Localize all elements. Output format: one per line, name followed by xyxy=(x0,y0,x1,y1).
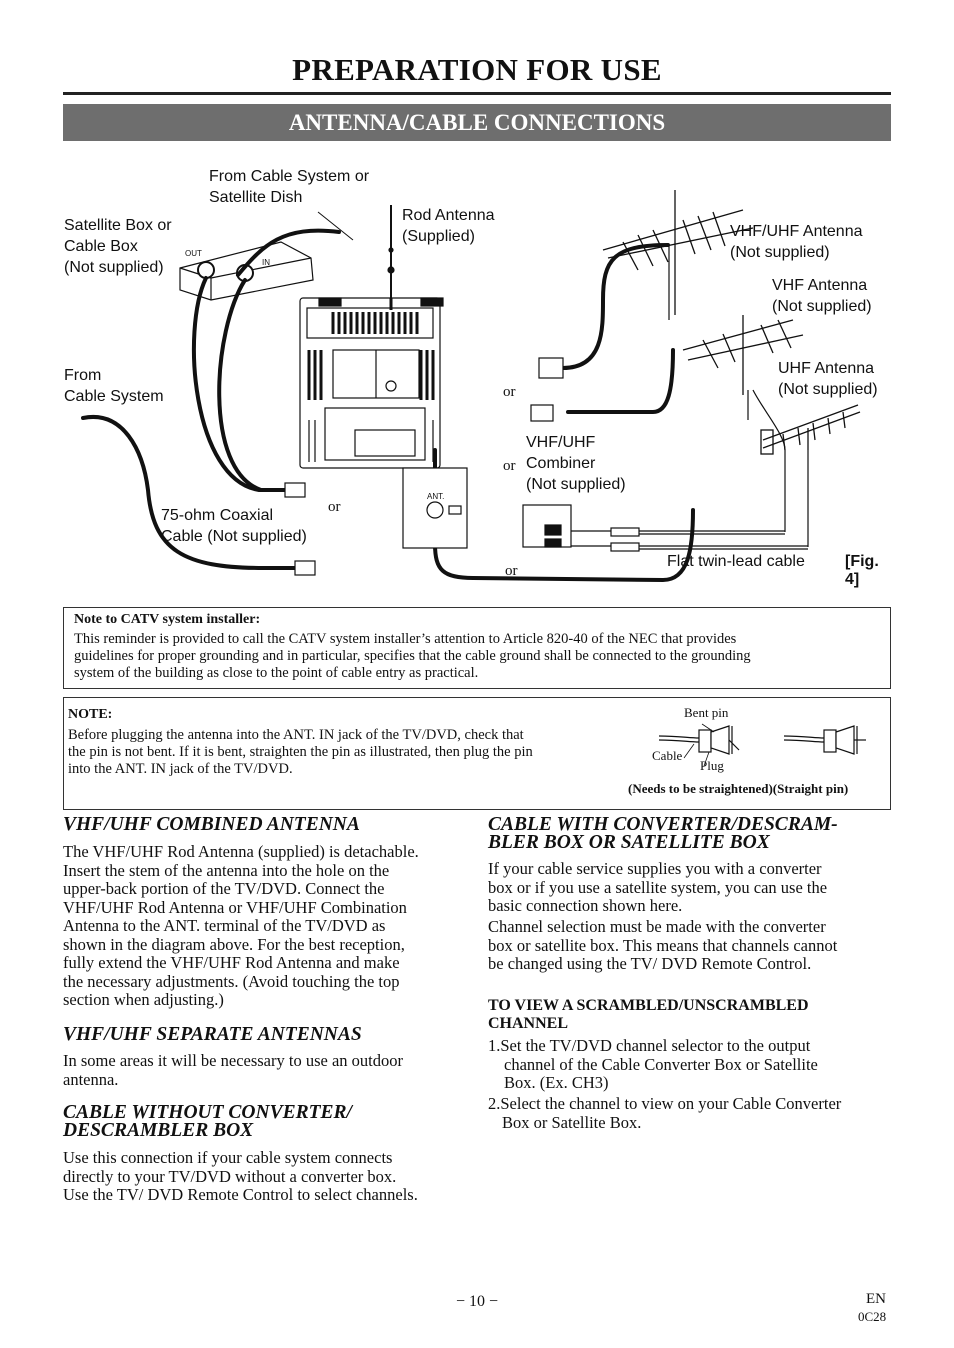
ant-terminal-label: ANT. xyxy=(427,492,445,501)
step-2: 2.Select the channel to view on your Cab… xyxy=(488,1094,842,1132)
label-vhf-uhf-antenna: VHF/UHF Antenna(Not supplied) xyxy=(730,223,863,261)
pin-note-text: Before plugging the antenna into the ANT… xyxy=(68,727,533,777)
section-title: ANTENNA/CABLE CONNECTIONS xyxy=(63,104,891,141)
or-label: or xyxy=(503,458,516,474)
in-port-label: IN xyxy=(262,258,270,267)
title-rule xyxy=(63,92,891,95)
cable-without-converter-text: Use this connection if your cable system… xyxy=(63,1148,418,1204)
label-flat-cable: Flat twin-lead cable xyxy=(667,553,805,570)
out-port-label: OUT xyxy=(185,249,202,258)
or-label: or xyxy=(503,384,516,400)
or-label: or xyxy=(505,563,518,579)
step-1: 1.Set the TV/DVD channel selector to the… xyxy=(488,1036,818,1092)
heading-cable-without-converter: CABLE WITHOUT CONVERTER/ DESCRAMBLER BOX xyxy=(63,1102,352,1141)
page-number: − 10 − xyxy=(455,1293,499,1310)
label-uhf-antenna: UHF Antenna(Not supplied) xyxy=(778,360,878,398)
cable-label: Cable xyxy=(652,748,683,763)
document-code: 0C28 xyxy=(858,1309,887,1324)
pin-caption: (Needs to be straightened)(Straight pin) xyxy=(628,781,849,796)
catv-note-box: Note to CATV system installer: This remi… xyxy=(63,607,891,689)
figure-tag: [Fig. 4] xyxy=(845,553,879,588)
or-label: or xyxy=(328,499,341,515)
plug-label: Plug xyxy=(700,758,724,773)
pin-note-title: NOTE: xyxy=(68,707,113,722)
pin-illustration xyxy=(658,723,866,767)
channel-selection-text: Channel selection must be made with the … xyxy=(488,917,838,973)
label-vhf-antenna: VHF Antenna(Not supplied) xyxy=(772,277,872,315)
heading-cable-with-converter: CABLE WITH CONVERTER/DESCRAM- BLER BOX O… xyxy=(488,814,838,853)
catv-note-text: This reminder is provided to call the CA… xyxy=(74,631,751,681)
bent-pin-label: Bent pin xyxy=(684,705,729,720)
heading-separate-antennas: VHF/UHF SEPARATE ANTENNAS xyxy=(63,1024,362,1045)
catv-note-title: Note to CATV system installer: xyxy=(74,612,261,627)
cable-with-converter-text: If your cable service supplies you with … xyxy=(488,859,828,915)
combined-antenna-text: The VHF/UHF Rod Antenna (supplied) is de… xyxy=(63,842,419,1009)
heading-combined-antenna: VHF/UHF COMBINED ANTENNA xyxy=(63,814,360,835)
language-code: EN xyxy=(866,1291,886,1307)
label-rod-antenna: Rod Antenna(Supplied) xyxy=(402,207,495,245)
diagram-drawing xyxy=(81,190,861,583)
heading-scrambled-channel: TO VIEW A SCRAMBLED/UNSCRAMBLED CHANNEL xyxy=(488,997,809,1032)
pin-note-box: NOTE: Before plugging the antenna into t… xyxy=(63,697,891,810)
separate-antennas-text: In some areas it will be necessary to us… xyxy=(63,1051,403,1089)
page-title: PREPARATION FOR USE xyxy=(292,52,662,87)
